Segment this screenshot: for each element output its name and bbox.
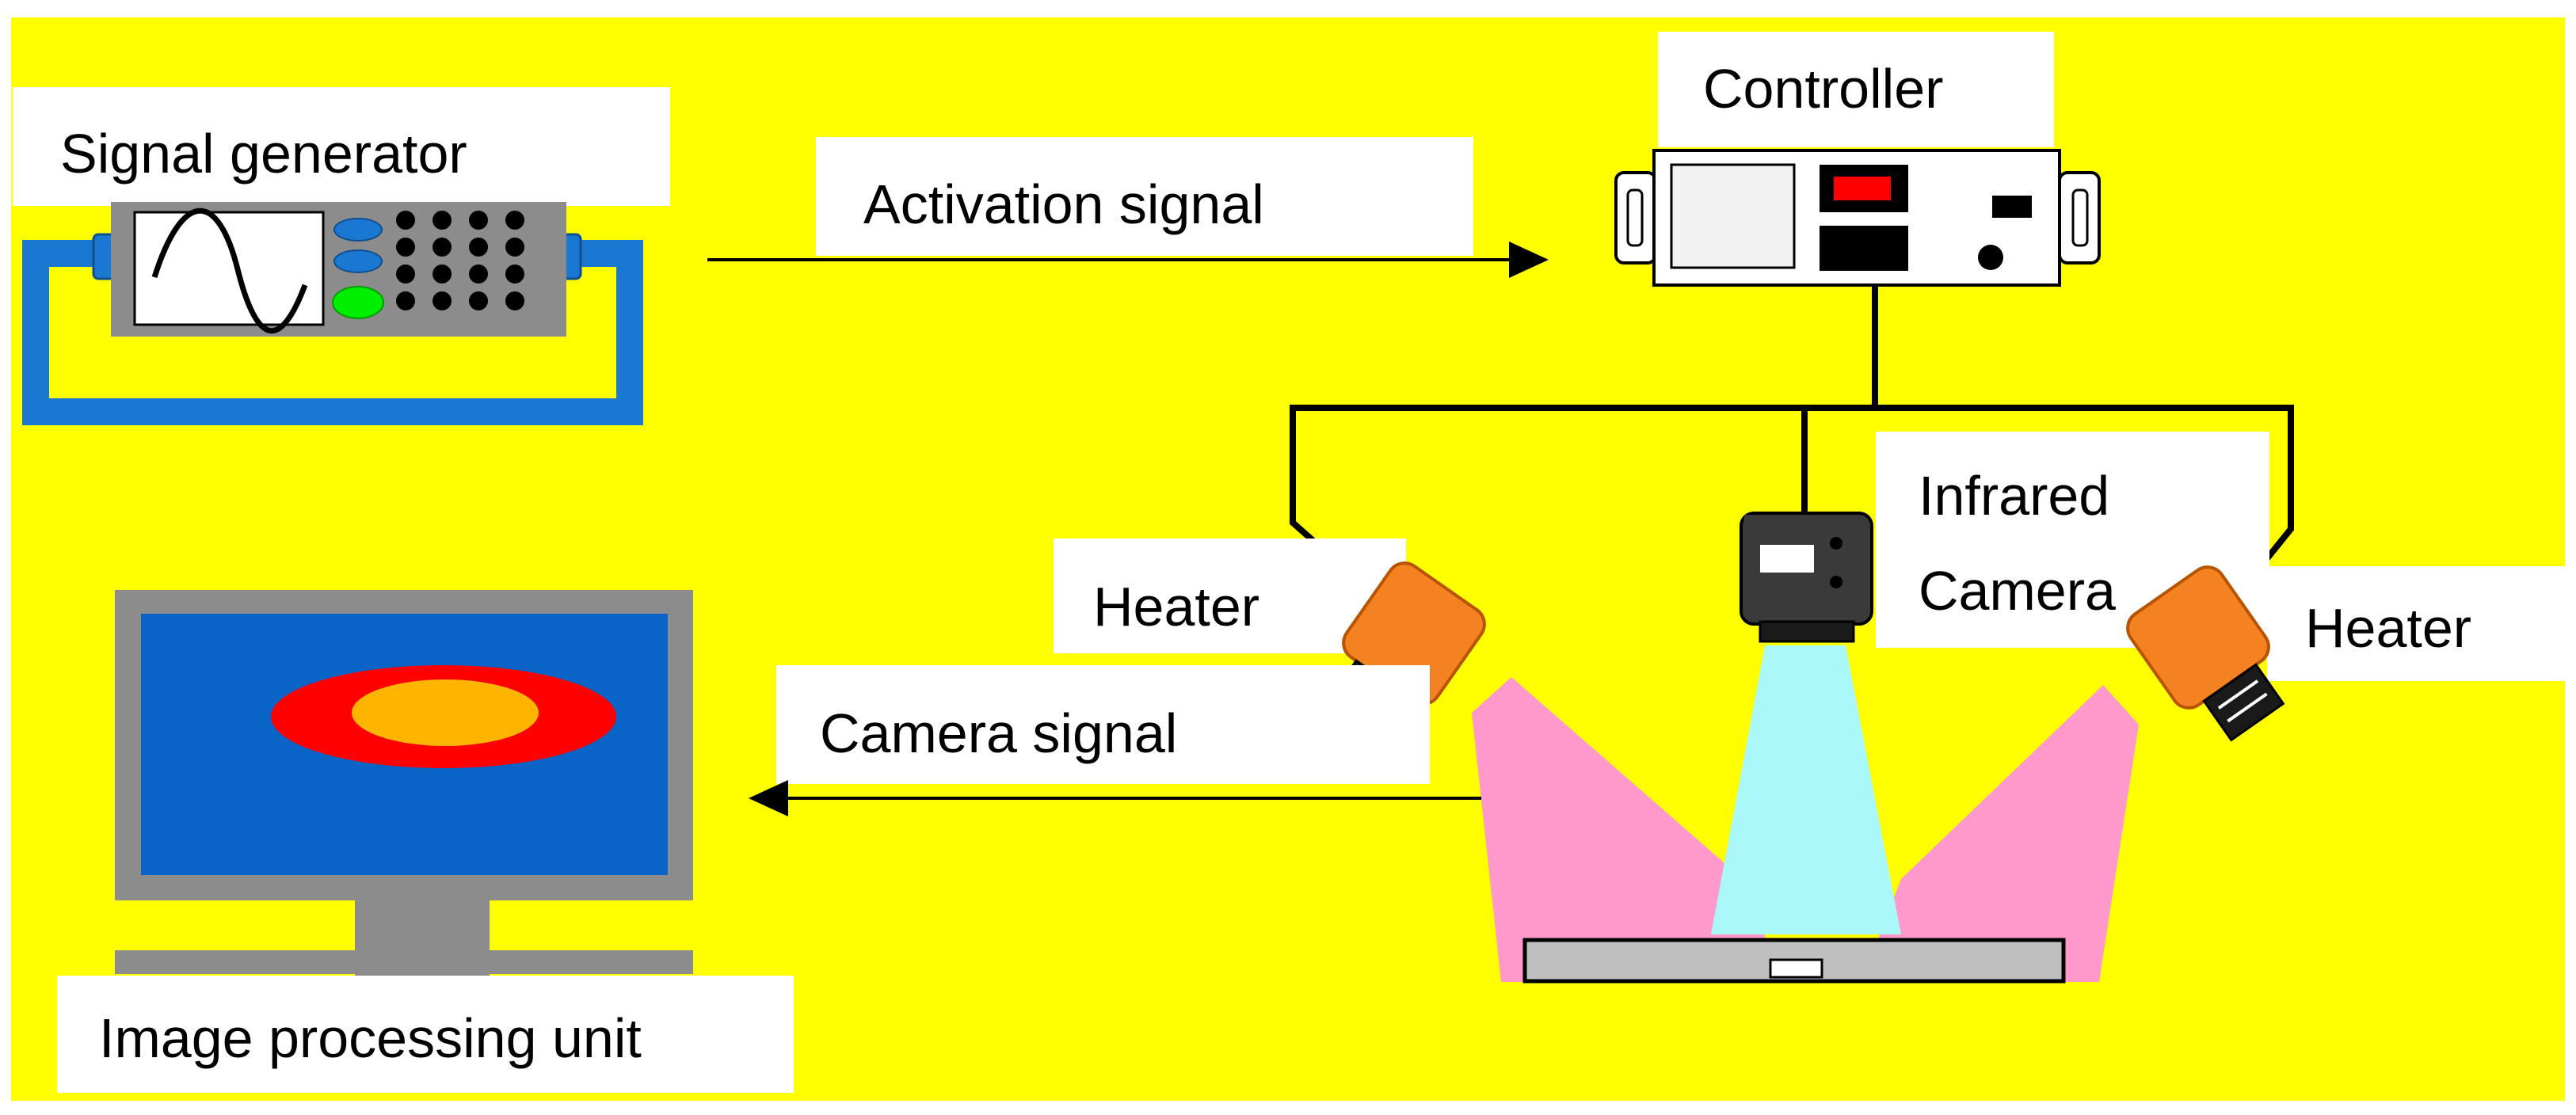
waveform-icon: [151, 207, 308, 334]
activation-signal-label: Activation signal: [863, 173, 1264, 235]
thermal-hotspot-icon: [271, 665, 616, 768]
image-processing-unit-label: Image processing unit: [99, 1007, 642, 1069]
signal-generator-screen: [133, 211, 325, 326]
heat-beam-left: [1472, 677, 1782, 982]
controller-display: [1670, 163, 1796, 269]
heater-left-label: Heater: [1093, 576, 1259, 637]
keypad-dots: [396, 211, 524, 310]
controller-label: Controller: [1703, 58, 1943, 120]
controller-label-box: [1658, 32, 2054, 147]
camera-icon: [1740, 512, 1873, 643]
controller-lower-panel: [1820, 226, 1908, 271]
button-blue-2: [333, 249, 383, 273]
image-processing-unit-label-box: [57, 976, 794, 1093]
camera-signal-arrowhead: [749, 780, 788, 816]
signal-generator-cable: [22, 240, 643, 425]
heater-left: Heater: [1054, 538, 1486, 738]
infrared-camera-label-line1: Infrared: [1919, 465, 2109, 527]
camera-beam: [1711, 645, 1901, 934]
controller: Controller: [1614, 32, 2101, 287]
heat-beam-right: [1862, 685, 2139, 982]
camera-signal-label-box: [776, 665, 1430, 784]
camera-signal: Camera signal: [749, 665, 1481, 816]
signal-generator: Signal generator: [13, 87, 670, 425]
controller-switch: [1992, 196, 2032, 218]
activation-signal-arrowhead: [1509, 242, 1549, 278]
sample-plate: [1522, 938, 2066, 984]
signal-generator-label: Signal generator: [60, 123, 467, 185]
heater-right-label-box: [2267, 566, 2570, 681]
controller-bracket-left: [1614, 171, 1657, 264]
button-blue-1: [333, 218, 383, 242]
controller-knob: [1978, 245, 2003, 270]
signal-generator-label-box: [13, 87, 670, 206]
heater-right: Heater: [2126, 565, 2570, 742]
monitor-base: [115, 950, 693, 974]
camera-signal-label: Camera signal: [820, 702, 1177, 764]
button-green: [332, 286, 384, 319]
heater-right-label: Heater: [2305, 597, 2471, 659]
activation-signal: Activation signal: [707, 137, 1549, 278]
infrared-camera-label-line2: Camera: [1919, 560, 2116, 622]
activation-signal-label-box: [816, 137, 1473, 256]
heater-icon: [2126, 565, 2285, 742]
monitor-icon: [115, 590, 693, 976]
controller-indicator-red: [1834, 177, 1891, 200]
controller-bracket-right: [2058, 171, 2101, 264]
